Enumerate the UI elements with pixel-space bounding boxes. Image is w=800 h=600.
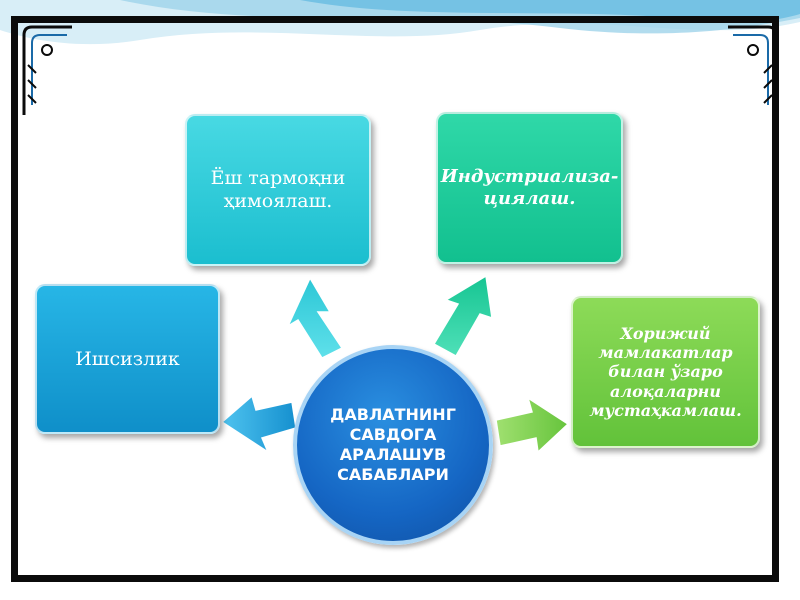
arrow-top-left <box>286 276 344 359</box>
arrow-right <box>495 396 570 454</box>
corner-ornament-right-icon <box>728 25 778 115</box>
node-foreign-relations-label: Хорижий мамлакатлар билан ўзаро алоқалар… <box>589 324 742 420</box>
arrow-top-right <box>432 274 493 358</box>
central-node: ДАВЛАТНИНГ САВДОГА АРАЛАШУВ САБАБЛАРИ <box>293 345 493 545</box>
node-unemployment-label: Ишсизлик <box>75 347 180 370</box>
node-foreign-relations: Хорижий мамлакатлар билан ўзаро алоқалар… <box>571 296 760 448</box>
arrow-left <box>220 394 297 454</box>
node-unemployment: Ишсизлик <box>35 284 220 434</box>
corner-ornament-left-icon <box>22 25 72 115</box>
node-young-industry: Ёш тармоқни ҳимоялаш. <box>185 114 371 266</box>
node-young-industry-label: Ёш тармоқни ҳимоялаш. <box>210 167 346 212</box>
node-industrialization: Индустриализа- циялаш. <box>436 112 623 264</box>
node-industrialization-label: Индустриализа- циялаш. <box>440 166 619 209</box>
slide-frame <box>11 16 779 582</box>
central-node-label: ДАВЛАТНИНГ САВДОГА АРАЛАШУВ САБАБЛАРИ <box>330 405 456 484</box>
